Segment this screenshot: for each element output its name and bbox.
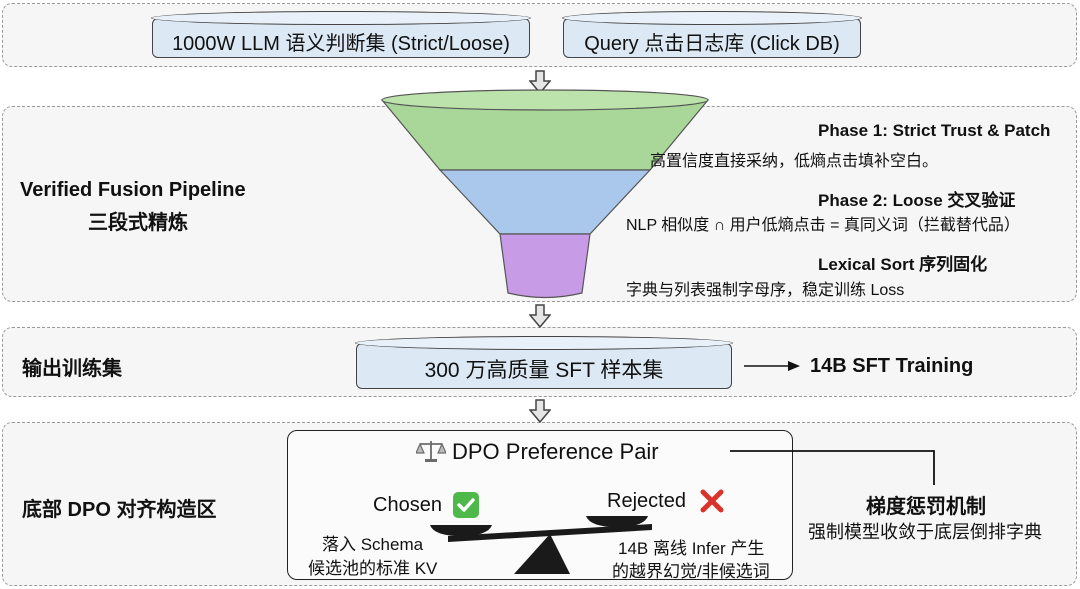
phase2-title: Phase 2: Loose 交叉验证 xyxy=(818,191,1016,210)
funnel-diagram xyxy=(380,89,710,299)
output-title: 输出训练集 xyxy=(22,358,122,380)
connector-line xyxy=(730,450,935,485)
chosen-label: Chosen xyxy=(373,494,442,516)
penalty-title: 梯度惩罚机制 xyxy=(866,496,986,518)
balance-scale xyxy=(430,516,652,574)
sft-training-label: 14B SFT Training xyxy=(810,355,974,377)
arrow-down-icon xyxy=(529,399,551,423)
phase1-title: Phase 1: Strict Trust & Patch xyxy=(818,121,1051,140)
sft-dataset-label: 300 万高质量 SFT 样本集 xyxy=(424,359,664,382)
rejected-label: Rejected xyxy=(607,490,686,512)
chosen-desc-line2: 候选池的标准 KV xyxy=(308,559,438,578)
phase3-title: Lexical Sort 序列固化 xyxy=(818,255,988,274)
dpo-pair-title: DPO Preference Pair xyxy=(452,439,659,464)
dpo-title: 底部 DPO 对齐构造区 xyxy=(22,499,217,521)
phase3-desc: 字典与列表强制字母序，稳定训练 Loss xyxy=(626,282,905,299)
chosen-desc-line1: 落入 Schema xyxy=(322,535,424,554)
funnel-phase3-band xyxy=(499,233,591,299)
pipeline-subtitle: 三段式精炼 xyxy=(88,212,188,234)
arrow-right-icon xyxy=(744,361,800,371)
click-db-cylinder: Query 点击日志库 (Click DB) xyxy=(562,11,862,58)
semantic-db-label: 1000W LLM 语义判断集 (Strict/Loose) xyxy=(172,32,510,55)
phase2-desc: NLP 相似度 ∩ 用户低熵点击 = 真同义词（拦截替代品） xyxy=(626,217,1020,234)
click-db-label: Query 点击日志库 (Click DB) xyxy=(584,32,840,55)
sft-dataset-cylinder: 300 万高质量 SFT 样本集 xyxy=(355,336,733,389)
scales-icon xyxy=(416,441,446,462)
rejected-desc-line1: 14B 离线 Infer 产生 xyxy=(618,539,765,558)
cross-icon xyxy=(700,489,724,513)
check-icon xyxy=(453,492,479,518)
phase1-desc: 高置信度直接采纳，低熵点击填补空白。 xyxy=(650,153,939,170)
arrow-down-icon xyxy=(529,70,551,94)
rejected-desc-line2: 的越界幻觉/非候选词 xyxy=(612,562,770,581)
semantic-db-cylinder: 1000W LLM 语义判断集 (Strict/Loose) xyxy=(151,11,531,58)
funnel-phase2-band xyxy=(438,169,652,235)
penalty-desc: 强制模型收敛于底层倒排字典 xyxy=(808,522,1042,542)
pipeline-title: Verified Fusion Pipeline xyxy=(20,179,246,201)
arrow-down-icon xyxy=(529,304,551,328)
